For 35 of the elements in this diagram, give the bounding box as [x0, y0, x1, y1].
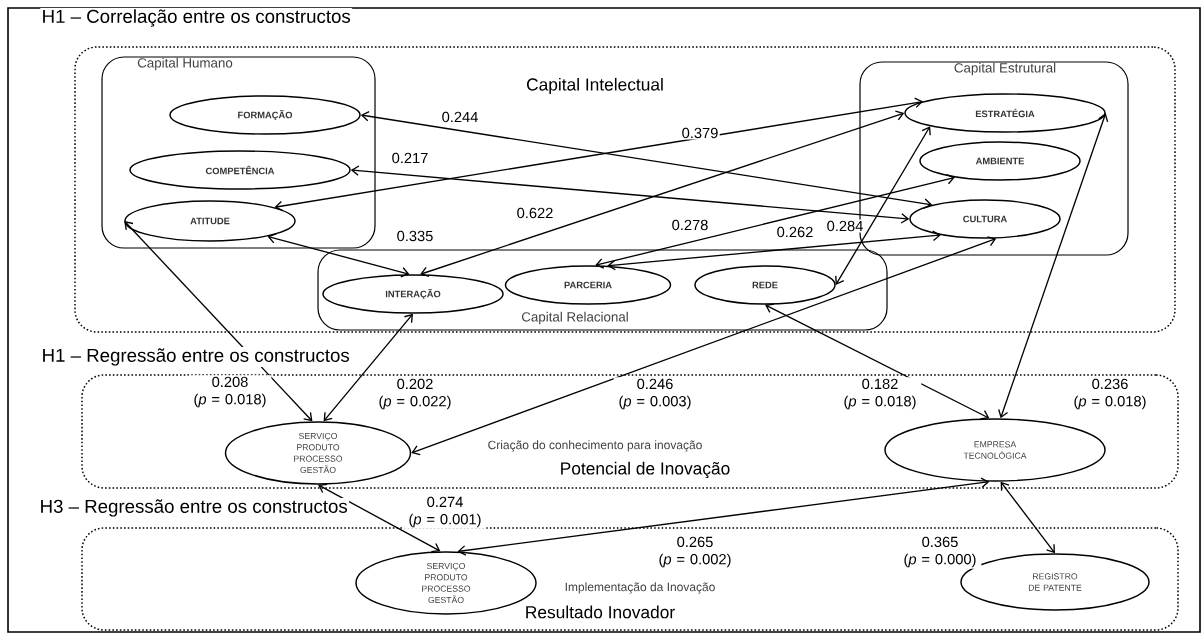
arrow	[457, 477, 990, 556]
edge-label: 0.379	[680, 126, 720, 140]
edge-label: 0.335	[395, 229, 435, 243]
arrow	[835, 126, 931, 285]
arrow	[350, 165, 910, 224]
edge-label: 0.246 (p = 0.003)	[613, 377, 697, 411]
edge-label: 0.265 (p = 0.002)	[653, 535, 737, 569]
section-heading: H1 – Regressão entre os constructos	[40, 347, 352, 367]
edge-label: 0.182 (p = 0.018)	[838, 377, 922, 411]
arrow	[323, 313, 413, 422]
arrow	[998, 113, 1109, 419]
arrow	[318, 483, 441, 553]
arrow	[607, 230, 941, 271]
edge-label: 0.244	[440, 110, 480, 124]
arrow	[124, 221, 313, 422]
arrow	[595, 174, 955, 269]
edge-label: 0.262	[775, 225, 815, 239]
arrow	[765, 303, 990, 420]
arrow	[1000, 481, 1055, 554]
edge-label: 0.284	[825, 219, 865, 233]
edge-label: 0.365 (p = 0.000)	[898, 535, 982, 569]
arrow	[420, 110, 905, 277]
edge-label: 0.236 (p = 0.018)	[1068, 377, 1152, 411]
arrow	[274, 97, 924, 212]
edge-label: 0.274 (p = 0.001)	[403, 495, 487, 529]
edge-label: 0.278	[670, 218, 710, 232]
section-heading: H1 – Correlação entre os constructos	[40, 7, 353, 29]
section-heading: H3 – Regressão entre os constructos	[38, 498, 350, 518]
edge-label: 0.208 (p = 0.018)	[188, 375, 272, 409]
edge-label: 0.622	[515, 206, 555, 220]
arrow	[360, 110, 933, 209]
arrow	[411, 236, 997, 456]
arrow	[267, 233, 410, 278]
edge-label: 0.217	[390, 151, 430, 165]
edge-label: 0.202 (p = 0.022)	[373, 377, 457, 411]
